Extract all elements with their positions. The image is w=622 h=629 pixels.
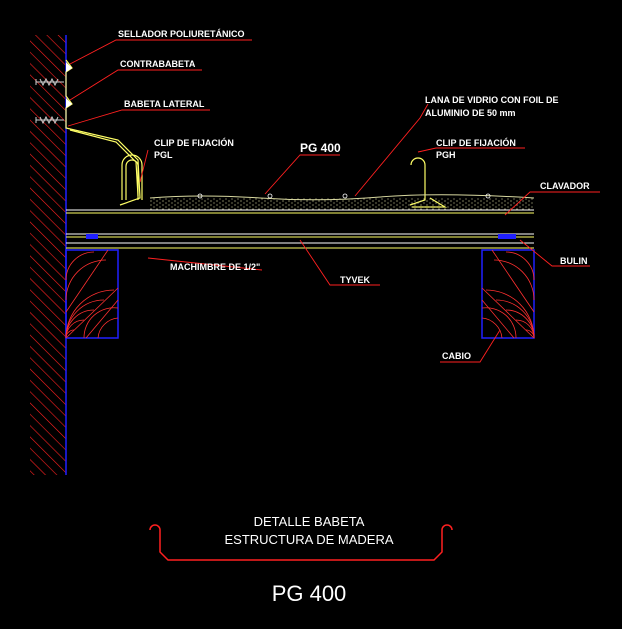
title-profile-symbol: [149, 524, 453, 561]
label-sellador: SELLADOR POLIURETÁNICO: [118, 29, 245, 39]
label-tyvek: TYVEK: [340, 275, 371, 285]
label-clip-pgh-line2: PGH: [436, 150, 456, 160]
label-clip-pgl-line1: CLIP DE FIJACIÓN: [154, 137, 234, 148]
title-line2: ESTRUCTURA DE MADERA: [224, 532, 393, 547]
rafter-left: [65, 249, 119, 339]
label-contrabebeta: CONTRABABETA: [120, 59, 196, 69]
label-machimbre: MACHIMBRE DE 1/2": [170, 262, 260, 272]
clip-pgl: [121, 154, 143, 200]
label-bulin: BULIN: [560, 256, 588, 266]
rafter-right: [481, 249, 535, 339]
insulation-layer: [149, 193, 535, 210]
label-clip-pgl-line2: PGL: [154, 150, 173, 160]
masonry-wall: [30, 35, 67, 475]
label-lana-line2: ALUMINIO DE 50 mm: [425, 108, 516, 118]
deck-layers: [66, 209, 534, 249]
label-babeta-lateral: BABETA LATERAL: [124, 99, 205, 109]
label-pg400-top: PG 400: [300, 141, 341, 155]
flashing: [65, 59, 141, 206]
title-line1: DETALLE BABETA: [254, 514, 365, 529]
label-clip-pgh-line1: CLIP DE FIJACIÓN: [436, 137, 516, 148]
title-product: PG 400: [272, 581, 347, 606]
label-cabio: CABIO: [442, 351, 471, 361]
sealant: [66, 62, 72, 108]
leader-lines: [67, 39, 600, 363]
wall-anchors: [35, 77, 64, 125]
label-clavador: CLAVADOR: [540, 181, 590, 191]
label-lana-line1: LANA DE VIDRIO CON FOIL DE: [425, 95, 559, 105]
